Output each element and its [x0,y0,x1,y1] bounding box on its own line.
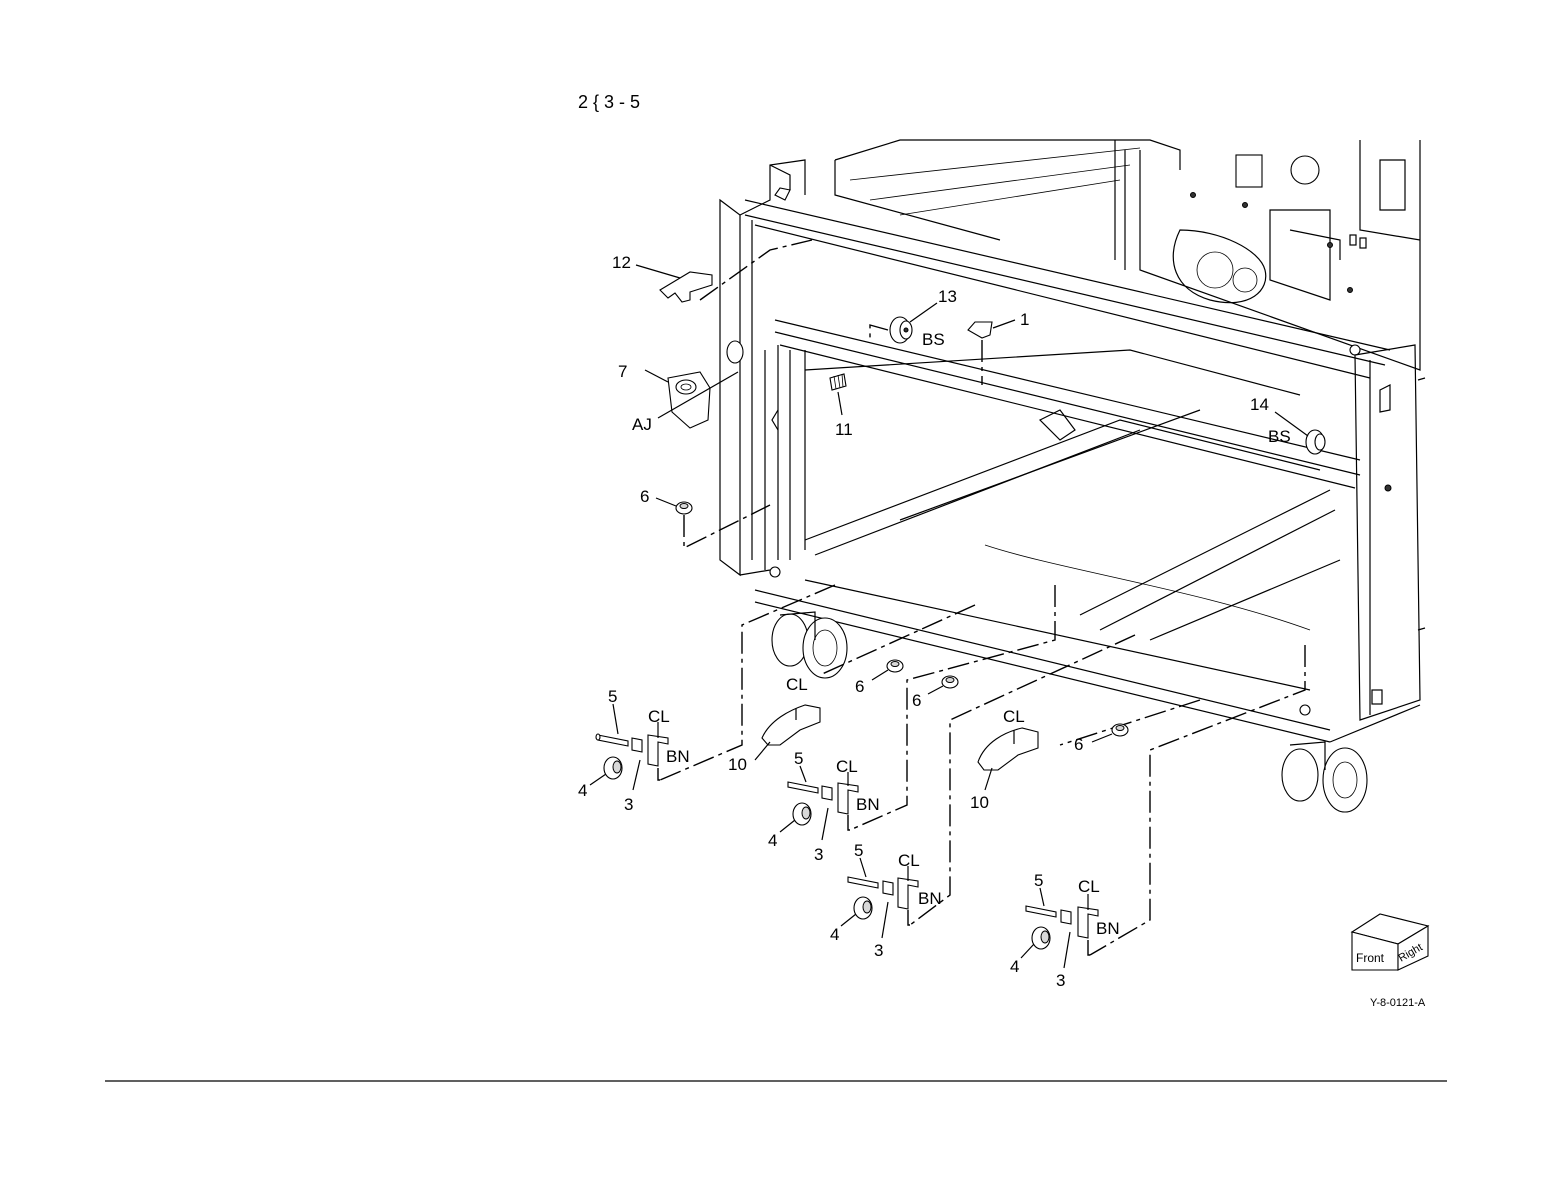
code-bn-1: BN [666,747,690,766]
code-bs-2: BS [1268,427,1291,446]
code-bn-4: BN [1096,919,1120,938]
orientation-cube: Front Right [1352,914,1428,970]
part-10-guide-right [978,728,1038,790]
callout-5-d: 5 [1034,871,1043,890]
code-cl-4: CL [836,757,858,776]
part-12-bracket [636,240,812,302]
callout-14: 14 [1250,395,1269,414]
callout-5-c: 5 [854,841,863,860]
part-10-guide-left [755,705,820,760]
callout-7: 7 [618,362,627,381]
code-aj: AJ [632,415,652,434]
roller-set-c [841,858,918,938]
caster-front-right [1282,742,1367,812]
callout-6-left: 6 [640,487,649,506]
cube-front-label: Front [1356,951,1385,965]
callout-1: 1 [1020,310,1029,329]
callout-12: 12 [612,253,631,272]
part-6-collar-mid1 [872,660,903,680]
callout-6-mid2: 6 [912,691,921,710]
callout-10-right: 10 [970,793,989,812]
callout-13: 13 [938,287,957,306]
callout-3-a: 3 [624,795,633,814]
roller-set-b [780,766,858,840]
roller-set-d [1021,888,1098,968]
part-6-collar-left [656,498,770,548]
code-bn-3: BN [918,889,942,908]
code-cl-2: CL [1003,707,1025,726]
callout-6-right: 6 [1074,735,1083,754]
callout-6-mid1: 6 [855,677,864,696]
callout-11: 11 [835,420,853,439]
callout-4-c: 4 [830,925,839,944]
code-bn-2: BN [856,795,880,814]
header-reference: 2 { 3 - 5 [578,92,640,112]
callout-10-left: 10 [728,755,747,774]
code-cl-3: CL [648,707,670,726]
callout-5-b: 5 [794,749,803,768]
code-cl-6: CL [1078,877,1100,896]
code-cl-1: CL [786,675,808,694]
part-6-collar-right [1092,724,1128,742]
callout-4-d: 4 [1010,957,1019,976]
callout-3-d: 3 [1056,971,1065,990]
code-bs-1: BS [922,330,945,349]
part-11-spring [830,374,846,415]
callout-4-a: 4 [578,781,587,800]
callout-3-b: 3 [814,845,823,864]
callout-5-a: 5 [608,687,617,706]
part-7-plate [645,370,738,428]
figure-id: Y-8-0121-A [1370,997,1426,1009]
part-6-collar-mid2 [928,676,958,694]
callout-3-c: 3 [874,941,883,960]
callout-4-b: 4 [768,831,777,850]
code-cl-5: CL [898,851,920,870]
